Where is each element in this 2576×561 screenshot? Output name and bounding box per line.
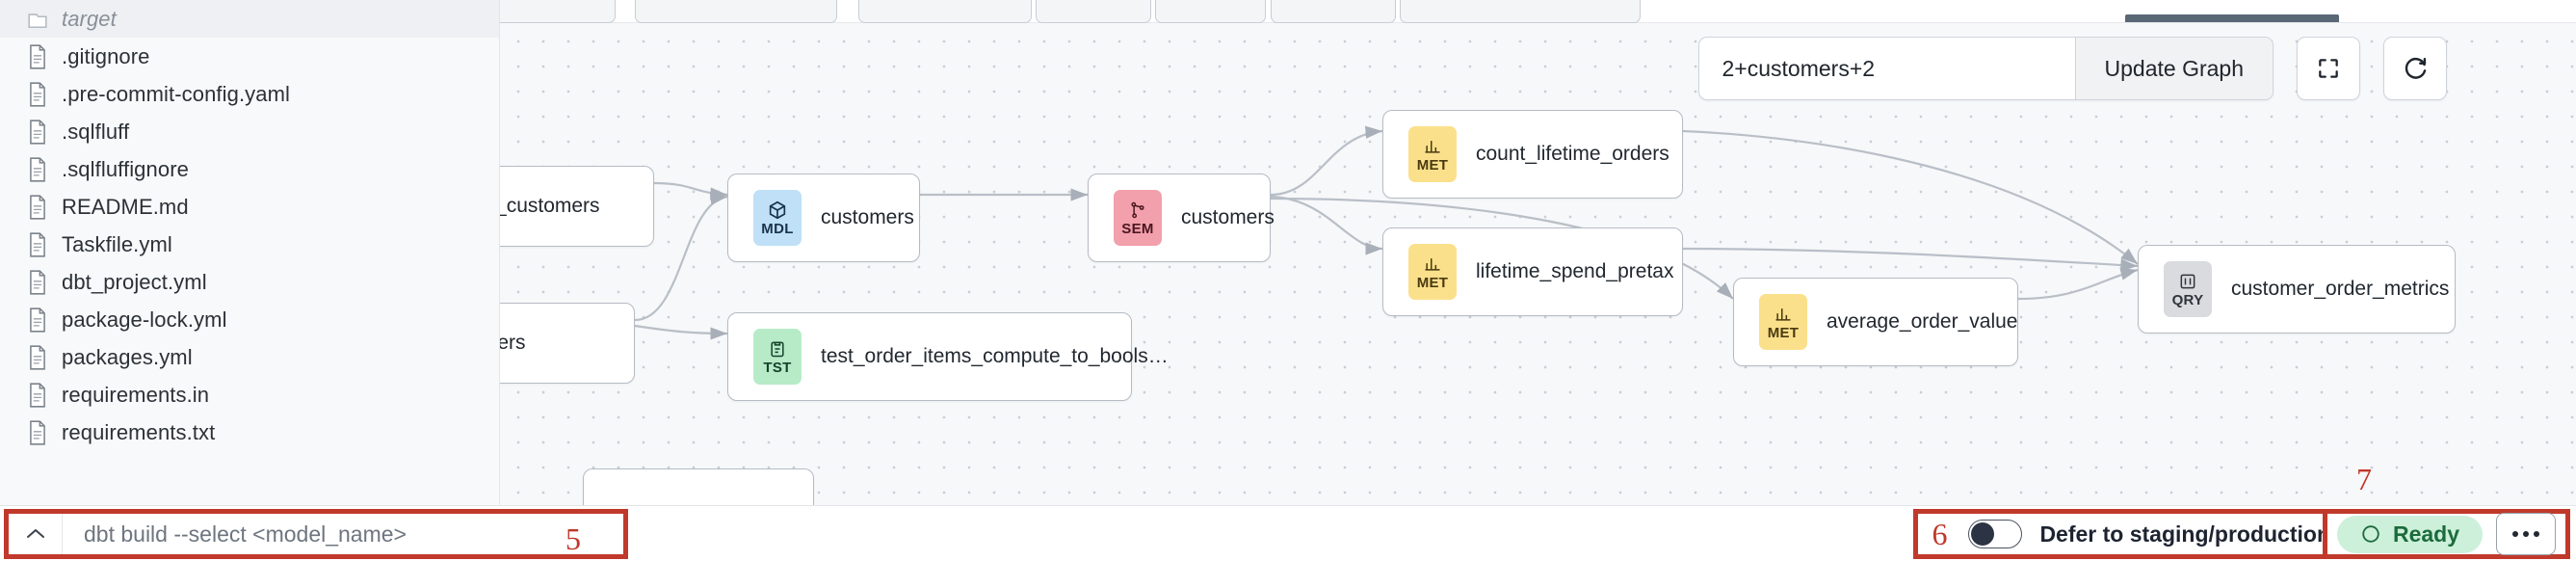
bottom-status-bar: 5 6 Defer to staging/production Ready 7: [0, 462, 2576, 561]
file-list-item[interactable]: target: [0, 0, 499, 38]
file-list-item[interactable]: requirements.txt: [0, 414, 499, 451]
status-badge[interactable]: Ready: [2336, 515, 2483, 553]
tst-badge-icon: TST: [753, 329, 802, 385]
annotation-6: 6: [1932, 516, 1948, 551]
tab-stub[interactable]: [1036, 0, 1151, 23]
graph-edges: [634, 125, 2139, 340]
tab-stub[interactable]: [635, 0, 837, 23]
file-icon: [27, 382, 48, 408]
file-name: packages.yml: [62, 344, 193, 369]
folder-icon: [27, 7, 48, 32]
command-bar-group: 5: [4, 509, 628, 559]
file-list-item[interactable]: README.md: [0, 188, 499, 226]
file-icon: [27, 269, 48, 295]
tab-stub[interactable]: [1155, 0, 1266, 23]
graph-node[interactable]: SEM customers: [1088, 174, 1275, 262]
file-icon: [27, 419, 48, 445]
file-name: README.md: [62, 194, 189, 219]
graph-node-label: customer_order_metrics: [2231, 278, 2450, 300]
status-label: Ready: [2392, 521, 2459, 547]
file-name: package-lock.yml: [62, 307, 227, 332]
graph-node-label: lifetime_spend_pretax: [1476, 260, 1674, 282]
status-group: Ready: [2322, 509, 2570, 559]
graph-node-label: average_order_value: [1827, 310, 2018, 333]
file-name: .sqlfluff: [62, 119, 130, 144]
lineage-graph-panel: Update Graph stg_customersorders MDL custo…: [500, 0, 2576, 505]
graph-selector-input[interactable]: [1698, 38, 2075, 99]
file-list-item[interactable]: package-lock.yml: [0, 301, 499, 338]
file-list-item[interactable]: packages.yml: [0, 338, 499, 376]
defer-label: Defer to staging/production: [2039, 521, 2330, 547]
file-icon: [27, 231, 48, 257]
fullscreen-icon[interactable]: [2297, 37, 2360, 100]
graph-node[interactable]: stg_customers: [500, 166, 654, 247]
file-icon: [27, 43, 48, 69]
graph-node-label: orders: [500, 332, 526, 354]
file-list-item[interactable]: requirements.in: [0, 376, 499, 414]
more-horizontal-icon[interactable]: [2496, 513, 2556, 555]
refresh-icon[interactable]: [2383, 37, 2447, 100]
defer-toggle-group: 6 Defer to staging/production: [1913, 509, 2397, 559]
met-badge-icon: MET: [1408, 244, 1457, 300]
file-list-item[interactable]: .gitignore: [0, 38, 499, 75]
mdl-badge-icon: MDL: [753, 190, 802, 246]
file-icon: [27, 194, 48, 220]
graph-node[interactable]: orders: [500, 303, 635, 384]
file-list-item[interactable]: Taskfile.yml: [0, 226, 499, 263]
active-tab-indicator: [2125, 14, 2339, 22]
annotation-5: 5: [565, 521, 581, 556]
file-list-item[interactable]: .sqlfluff: [0, 113, 499, 150]
met-badge-icon: MET: [1408, 126, 1457, 182]
graph-node[interactable]: TST test_order_items_compute_to_bools…: [727, 312, 1169, 401]
tab-stub[interactable]: [1271, 0, 1396, 23]
file-icon: [27, 119, 48, 145]
editor-tab-strip: [500, 0, 2576, 23]
graph-node[interactable]: MET count_lifetime_orders: [1382, 110, 1683, 199]
toggle-knob: [1971, 522, 1995, 546]
file-list: target .gitignore .pre-commit-config.yaml.…: [0, 0, 499, 451]
graph-node-label: test_order_items_compute_to_bools…: [821, 345, 1169, 367]
defer-toggle[interactable]: [1968, 520, 2023, 548]
tab-stub[interactable]: [1400, 0, 1641, 23]
file-icon: [27, 156, 48, 182]
file-icon: [27, 81, 48, 107]
graph-node[interactable]: MET average_order_value: [1733, 278, 2018, 366]
file-name: requirements.txt: [62, 419, 216, 444]
graph-node-label: customers: [821, 206, 914, 228]
update-graph-button[interactable]: Update Graph: [2074, 38, 2273, 99]
file-name: .pre-commit-config.yaml: [62, 81, 291, 106]
file-name: dbt_project.yml: [62, 269, 207, 294]
file-icon: [27, 307, 48, 333]
chevron-up-icon[interactable]: [9, 514, 63, 554]
graph-node-label: customers: [1181, 206, 1275, 228]
file-name: .sqlfluffignore: [62, 156, 189, 181]
annotation-7: 7: [2356, 462, 2372, 496]
graph-node-label: count_lifetime_orders: [1476, 143, 1669, 165]
file-list-item[interactable]: .pre-commit-config.yaml: [0, 75, 499, 113]
file-name: requirements.in: [62, 382, 210, 407]
graph-toolbar: Update Graph: [1697, 37, 2447, 100]
file-list-item[interactable]: dbt_project.yml: [0, 263, 499, 301]
sem-badge-icon: SEM: [1114, 190, 1162, 246]
tab-stub[interactable]: [500, 0, 616, 23]
graph-node[interactable]: MET lifetime_spend_pretax: [1382, 227, 1683, 316]
file-explorer-sidebar: target .gitignore .pre-commit-config.yaml.…: [0, 0, 500, 505]
graph-node[interactable]: [583, 468, 814, 505]
graph-node[interactable]: MDL customers: [727, 174, 920, 262]
file-icon: [27, 344, 48, 370]
graph-node-label: stg_customers: [500, 195, 600, 217]
command-input[interactable]: [63, 514, 623, 554]
tab-stub[interactable]: [858, 0, 1032, 23]
file-list-item[interactable]: .sqlfluffignore: [0, 150, 499, 188]
graph-node[interactable]: QRY customer_order_metrics: [2138, 245, 2456, 334]
qry-badge-icon: QRY: [2164, 261, 2212, 317]
file-name: target: [62, 6, 117, 31]
file-name: Taskfile.yml: [62, 231, 172, 256]
file-name: .gitignore: [62, 43, 150, 68]
selector-input-group: Update Graph: [1697, 37, 2274, 100]
met-badge-icon: MET: [1759, 294, 1807, 350]
